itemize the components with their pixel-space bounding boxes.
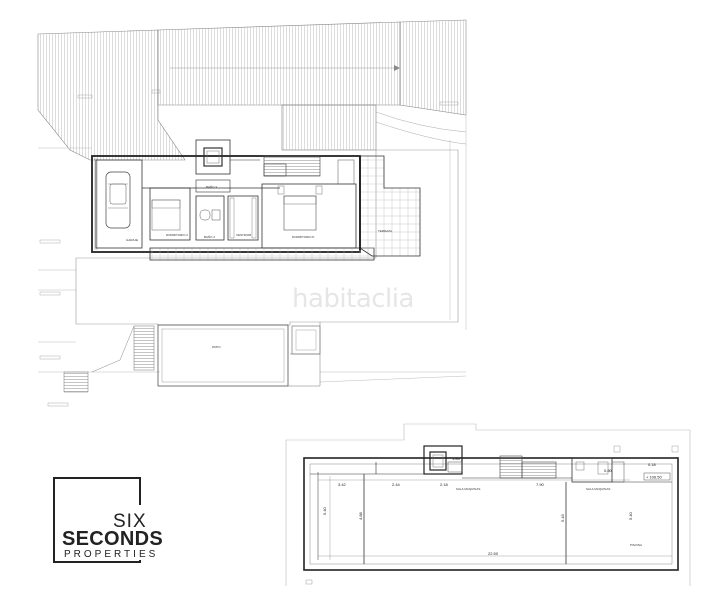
dim-0-80: 0.80 (604, 468, 613, 473)
closet-room (227, 195, 259, 241)
patio-area (157, 324, 289, 387)
logo-text-seconds: SECONDS (62, 528, 166, 551)
exterior-stairs (133, 325, 155, 371)
room-label-bath-2: BAÑO 2 (204, 234, 215, 239)
dim-7-90: 7.90 (536, 482, 545, 487)
room-label-engine-2: SALA MAQUINAS (586, 487, 610, 491)
roof-slope-center (157, 21, 401, 106)
room-label-closet: VESTIDOR (236, 233, 252, 237)
basement-floor-plan: 3.42 2.44 2.18 7.90 22.50 5.40 4.88 5.43… (285, 423, 691, 586)
watermark-text: habitaclia (292, 284, 414, 314)
roof-slope-right (399, 19, 467, 116)
dim-2-44: 2.44 (392, 482, 401, 487)
dim-2-18: 2.18 (440, 482, 449, 487)
dim-1-85: 1.85 (452, 456, 461, 461)
bath-2 (195, 195, 225, 241)
bath-3 (195, 179, 231, 193)
garage-room (95, 159, 143, 249)
room-label-pool: PISCINA (630, 543, 642, 547)
room-label-garage: GARAJE (126, 238, 138, 242)
dim-5-40-left: 5.40 (322, 506, 327, 515)
roof-block-center (281, 104, 377, 151)
room-label-terrace: TERRAZA (378, 229, 392, 233)
dim-5-40-right: 5.40 (628, 511, 633, 520)
terrace (359, 155, 421, 257)
dim-4-88: 4.88 (358, 511, 363, 520)
dim-22-50: 22.50 (488, 551, 499, 556)
room-label-master-bedroom: DORMITORIO P. (292, 235, 315, 239)
upper-floor-plan: PATIO GARAJE DORMITORIO 2 BAÑO 3 (37, 19, 467, 407)
room-label-bedroom-2: DORMITORIO 2 (166, 233, 188, 237)
interior-stairs (263, 155, 321, 177)
dim-5-43: 5.43 (560, 513, 565, 522)
logo-text-properties: PROPERTIES (64, 549, 161, 560)
logo-text-six: SIX (111, 511, 149, 533)
room-label-bath-3: BAÑO 3 (206, 184, 217, 189)
room-label-patio: PATIO (212, 345, 221, 349)
room-label-engine-1: SALA MAQUINAS (456, 487, 480, 491)
dim-0-18: 0.18 (648, 462, 657, 467)
six-seconds-logo: SIX SECONDS PROPERTIES (53, 477, 166, 565)
level-marker: + 106.50 (646, 475, 662, 480)
dim-3-42: 3.42 (338, 482, 347, 487)
basement-outline (303, 457, 679, 571)
